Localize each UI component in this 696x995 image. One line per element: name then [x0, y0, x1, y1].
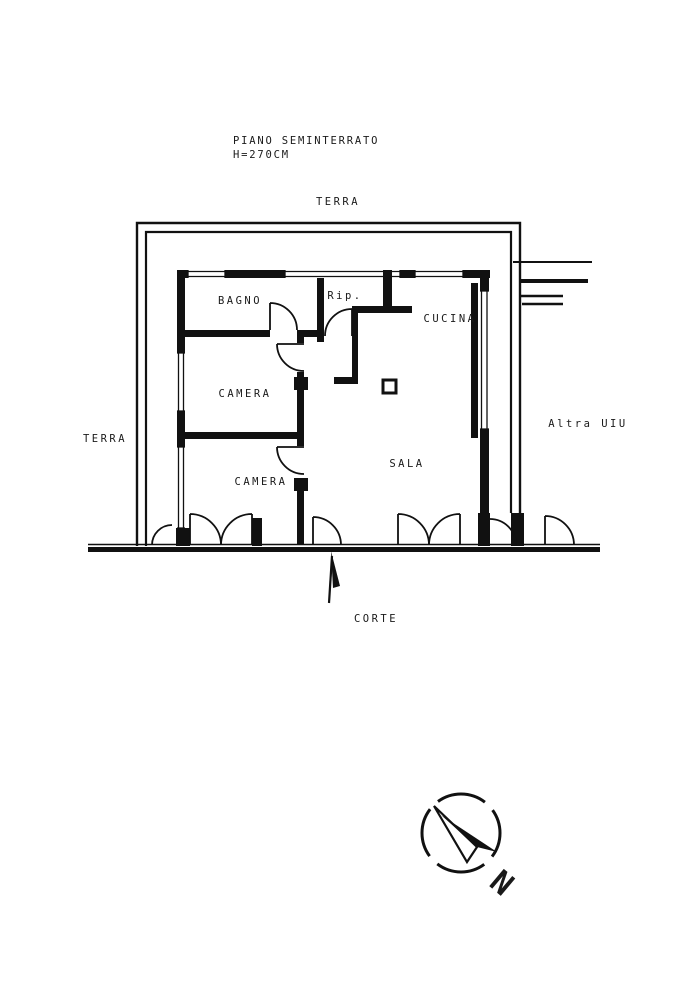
room-label-camera-upper: CAMERA [219, 388, 272, 400]
label-terra-top: TERRA [316, 196, 360, 208]
wall-segment [225, 270, 285, 278]
wall-bagno-bottom [185, 330, 270, 337]
window [480, 290, 489, 430]
entrance-arrow-head [331, 551, 340, 588]
wall-post [252, 518, 262, 546]
compass-needle-outline [433, 805, 479, 865]
french-door-leaf [189, 513, 222, 546]
room-label-bagno: BAGNO [218, 295, 262, 307]
room-label-camera-lower: CAMERA [235, 476, 288, 488]
door-court-small-right [489, 518, 517, 546]
window [187, 270, 226, 278]
label-terra-left: TERRA [83, 433, 127, 445]
wall-camera-divider-right [297, 372, 304, 446]
door-court-small-left [151, 524, 173, 546]
court-wall [88, 513, 600, 552]
entrance-arrow-shaft [327, 555, 334, 604]
compass-needle-fill [441, 815, 497, 852]
doors [151, 302, 575, 546]
wall-segment [463, 270, 490, 278]
wall-camera-upper-right [297, 330, 304, 343]
wall-post [478, 513, 490, 546]
window [284, 270, 401, 278]
wall-segment [480, 270, 489, 291]
room-label-rip: Rip. [327, 290, 362, 302]
wall-segment [177, 270, 185, 353]
wall-hall-stub [334, 377, 358, 384]
plan-height-note: H=270CM [233, 149, 290, 161]
wall-rip-right [383, 270, 392, 310]
door-camera-lower [276, 446, 305, 475]
building-exterior-walls [177, 270, 490, 519]
room-labels: BAGNO Rip. CUCINA CAMERA SALA CAMERA [218, 290, 477, 488]
french-door-leaf [220, 513, 253, 546]
boundary-inner-line [144, 230, 513, 546]
window [177, 446, 185, 529]
window [414, 270, 464, 278]
french-door-leaf [428, 513, 461, 546]
wall-segment [177, 411, 185, 447]
boundary-outer-line [135, 221, 522, 546]
room-label-sala: SALA [389, 458, 424, 470]
interior-walls [185, 270, 412, 545]
door-outside-right [544, 515, 575, 546]
wall-post [176, 528, 190, 546]
boundary-stubs-other-unit [513, 261, 592, 306]
door-sala-entrance [312, 516, 342, 546]
wall-hall-right [352, 306, 358, 384]
pillar [381, 378, 398, 395]
compass-circle [420, 792, 502, 874]
french-door-leaf [397, 513, 430, 546]
wall-rip-left [317, 278, 324, 342]
court-wall-band [88, 547, 600, 552]
label-other-unit: Altra UIU [548, 418, 627, 430]
wall-segment [471, 283, 478, 438]
wall-cucina-step [352, 306, 412, 313]
boundary-wall [135, 221, 592, 546]
door-rip [324, 308, 353, 337]
door-bagno [269, 302, 298, 331]
compass-rose: N [420, 792, 520, 904]
label-corte: CORTE [354, 613, 398, 625]
door-camera-upper [276, 343, 305, 372]
title-block: PIANO SEMINTERRATO H=270CM [233, 135, 379, 161]
wall-camera-divider [185, 432, 303, 439]
plan-title: PIANO SEMINTERRATO [233, 135, 379, 147]
wall-post [511, 513, 524, 546]
room-label-cucina: CUCINA [424, 313, 477, 325]
wall-camera-lower-right [297, 478, 304, 545]
door-jamb-block [294, 478, 308, 491]
entrance-arrow [327, 551, 340, 604]
wall-segment [480, 429, 489, 519]
windows [177, 270, 489, 529]
wall-bagno-bottom-right [298, 330, 318, 337]
door-jamb-block [294, 377, 308, 390]
wall-segment [400, 270, 415, 278]
north-label: N [483, 864, 520, 904]
window [177, 352, 185, 412]
